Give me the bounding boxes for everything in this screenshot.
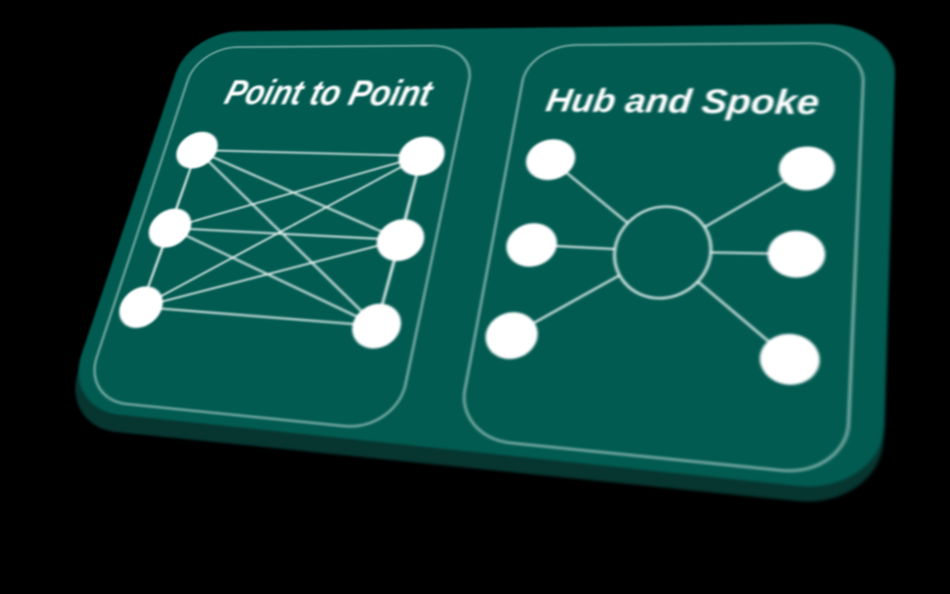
svg-text:Hub and Spoke: Hub and Spoke <box>543 83 820 122</box>
svg-text:Point to Point: Point to Point <box>221 73 438 114</box>
